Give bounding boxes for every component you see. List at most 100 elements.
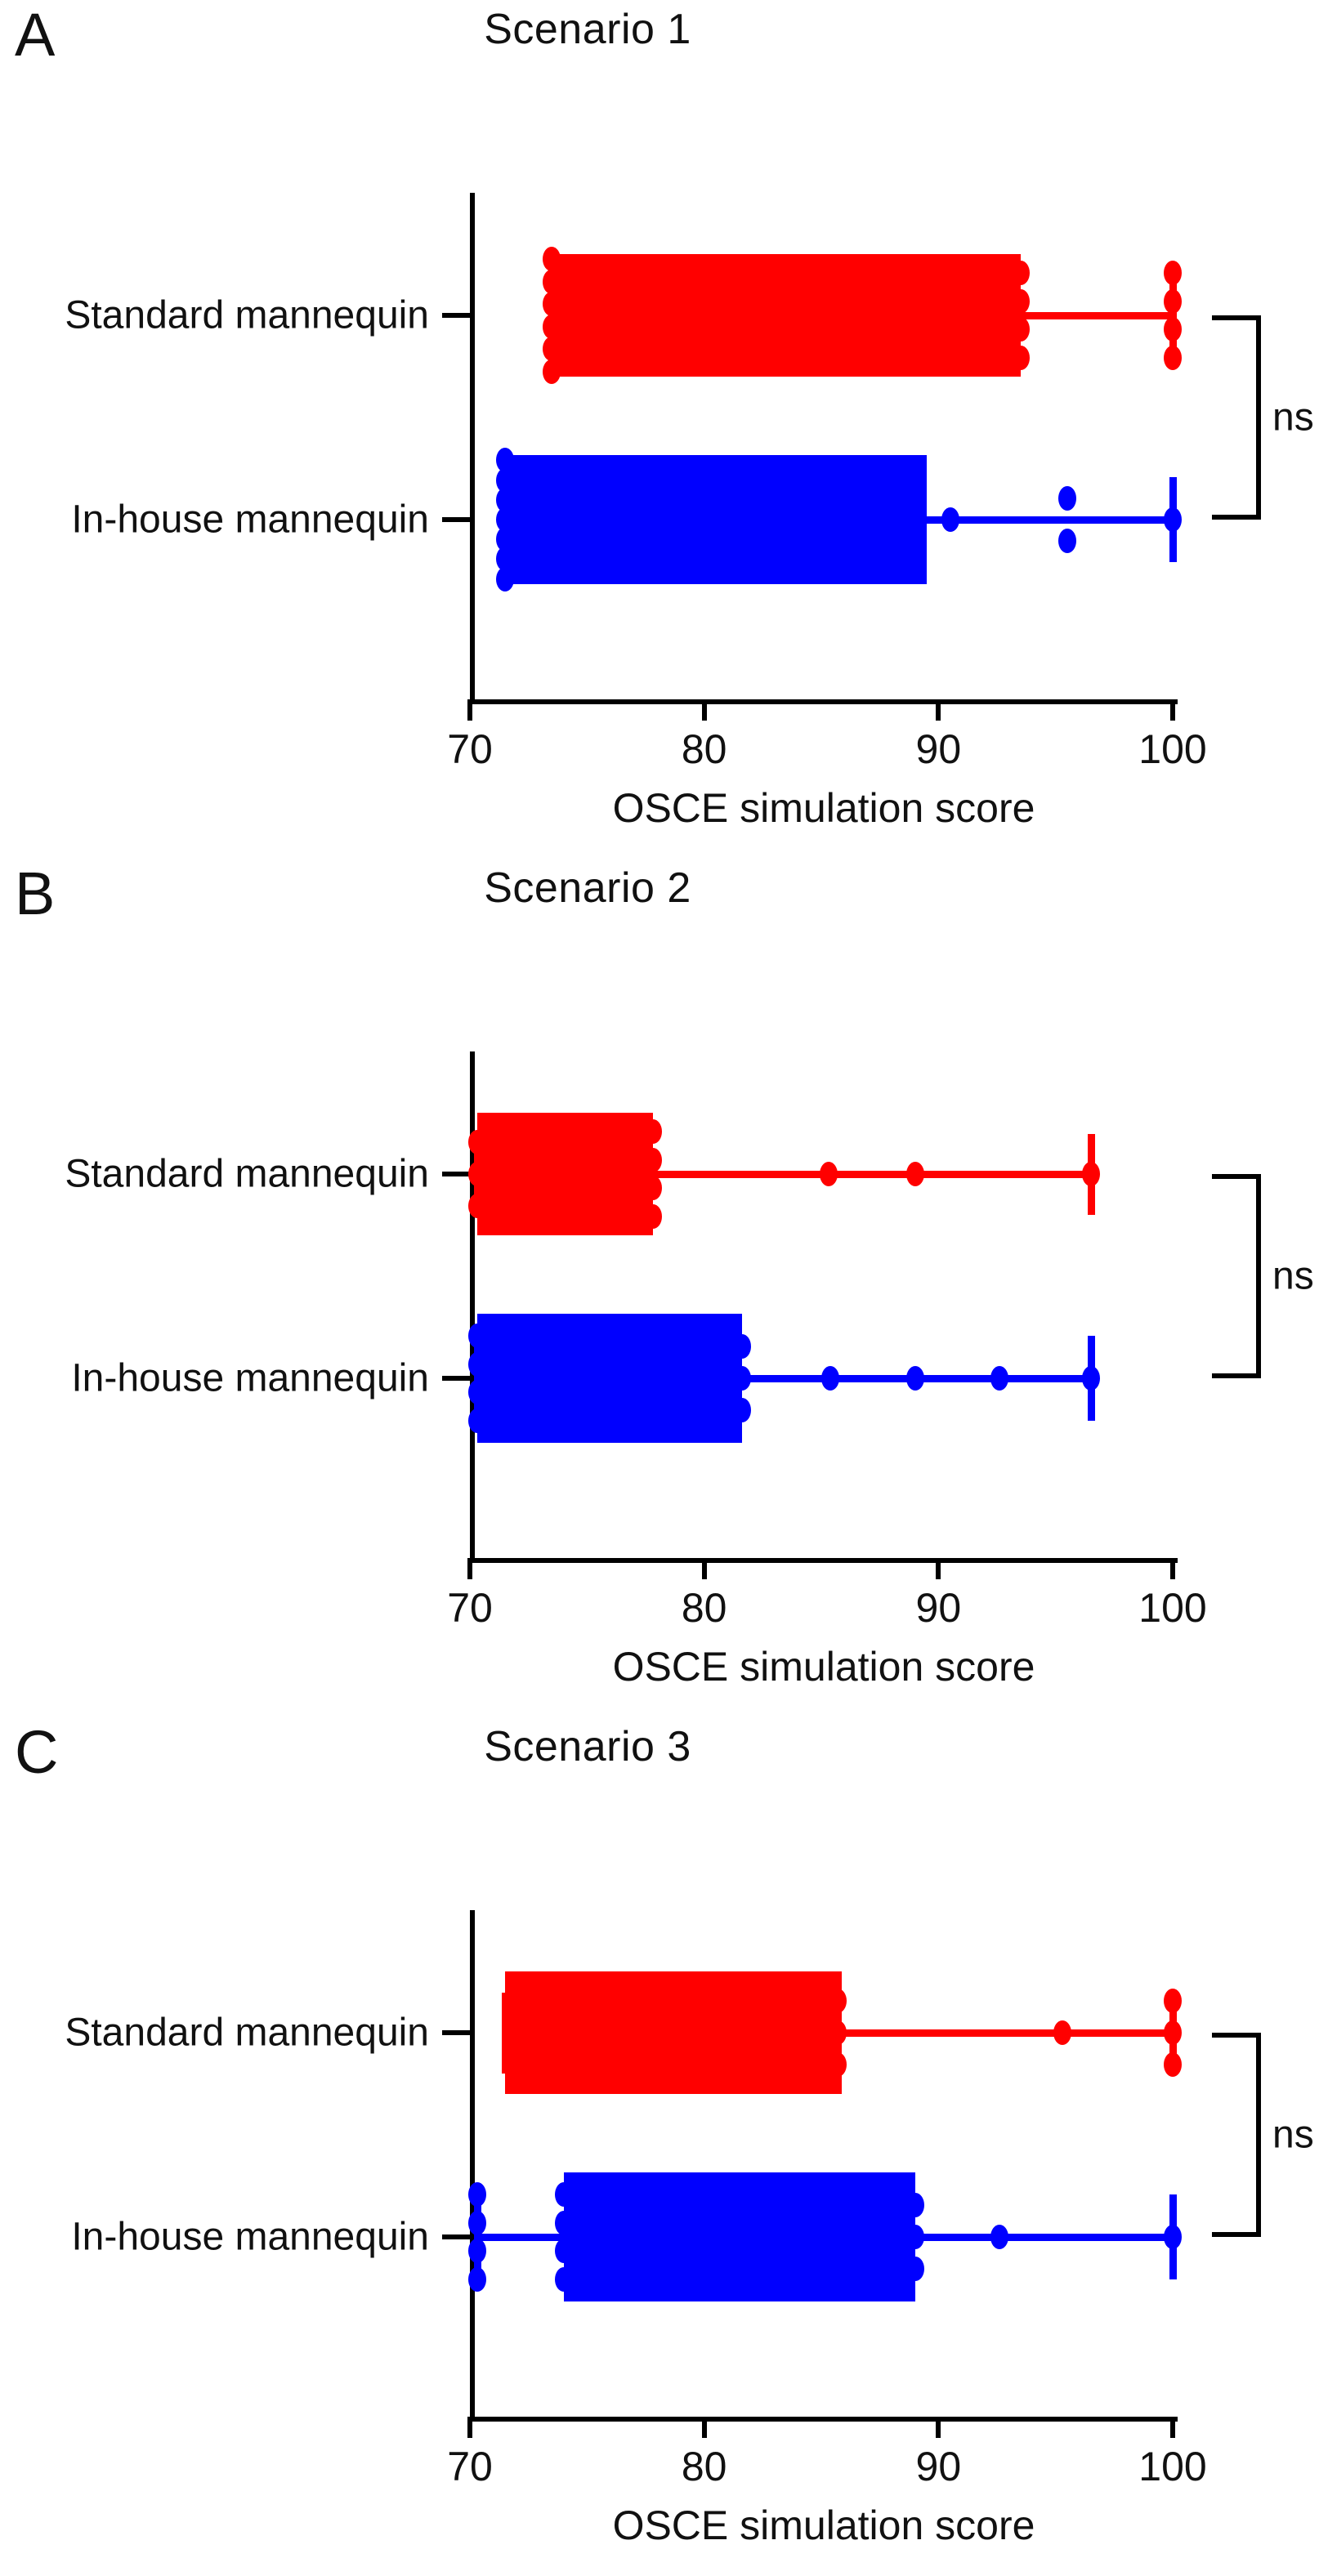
data-point [1164,346,1182,370]
x-axis-tick [701,699,707,721]
data-point [496,566,514,592]
x-axis-tick [936,1558,941,1579]
bracket-bottom-arm [1212,2232,1256,2237]
data-point [824,550,843,574]
category-tick [442,2030,470,2035]
data-point [990,1366,1008,1391]
data-point [467,2210,486,2235]
x-axis-line [470,1558,1178,1563]
x-axis-tick [467,699,472,721]
data-point [819,1162,838,1186]
box [476,1314,742,1443]
data-point [496,507,514,532]
x-axis-tick [936,2417,941,2438]
data-point [643,2257,662,2281]
category-tick [442,517,470,522]
x-axis-tick-label: 80 [681,1585,727,1631]
data-point [847,317,865,342]
data-point [554,2267,573,2292]
data-point [1058,529,1076,553]
data-point [467,1409,486,1433]
bracket-top-arm [1212,315,1256,320]
data-point [1164,317,1182,342]
whisker-line [476,1375,1091,1382]
data-point [543,314,561,339]
panel-title: Scenario 2 [484,864,691,912]
x-axis-tick-label: 80 [681,726,727,772]
panel-letter: C [15,1718,59,1786]
panel-letter: A [15,1,56,69]
data-point [829,2052,847,2077]
data-point [643,1147,662,1172]
data-point [847,261,865,285]
data-point [643,2225,662,2249]
x-axis-tick-label: 90 [915,726,962,772]
data-point [847,346,865,370]
data-point [554,1162,573,1186]
x-axis-tick [701,2417,707,2438]
significance-bracket [1212,1174,1261,1378]
data-point [829,1989,847,2013]
data-point [700,335,718,359]
data-point [723,475,742,500]
data-point [543,337,561,362]
bracket-vertical [1256,315,1261,520]
x-axis-tick-label: 100 [1138,2444,1207,2489]
bracket-vertical [1256,2033,1261,2237]
category-label-standard-mannequin: Standard mannequin [65,293,429,337]
data-point [1164,2020,1182,2045]
data-point [730,2225,749,2249]
x-axis-tick [467,2417,472,2438]
data-point [467,2239,486,2264]
data-point [1164,2052,1182,2077]
data-point [643,2193,662,2217]
data-point [1011,317,1030,342]
data-point [1081,1366,1100,1391]
category-tick [442,313,470,318]
data-point [1011,261,1030,285]
data-point [905,2193,924,2217]
category-label-in-house-mannequin: In-house mannequin [71,498,429,542]
data-point [1011,288,1030,314]
x-axis-tick-label: 90 [915,1585,962,1631]
data-point [829,2020,847,2045]
box [505,455,927,584]
x-axis-tick [1170,2417,1175,2438]
data-point [905,1162,924,1186]
x-axis-label: OSCE simulation score [612,1644,1035,1690]
box [505,1971,838,2094]
data-point [905,2257,924,2281]
data-point [643,1204,662,1229]
median-line [829,455,838,584]
data-point [637,1334,655,1359]
x-axis-line [470,699,1178,704]
data-point [723,539,742,564]
data-point [1164,2225,1182,2249]
data-point [543,247,561,271]
x-axis-tick [701,1558,707,1579]
data-point [732,1398,751,1422]
data-point [821,1366,840,1391]
data-point [543,269,561,294]
data-point [1058,486,1076,511]
data-point [732,1334,751,1359]
panel-letter: B [15,859,56,927]
data-point [700,271,718,296]
data-point [990,2225,1008,2249]
data-point [554,1345,573,1369]
category-label-in-house-mannequin: In-house mannequin [71,1356,429,1400]
category-tick [442,2234,470,2239]
data-point [1164,261,1182,285]
data-point [941,507,959,532]
significance-bracket [1212,315,1261,520]
data-point [643,1119,662,1144]
data-point [554,2210,573,2235]
data-point [554,2239,573,2264]
category-label-in-house-mannequin: In-house mannequin [71,2215,429,2259]
data-point [543,359,561,384]
x-axis-tick [1170,699,1175,721]
